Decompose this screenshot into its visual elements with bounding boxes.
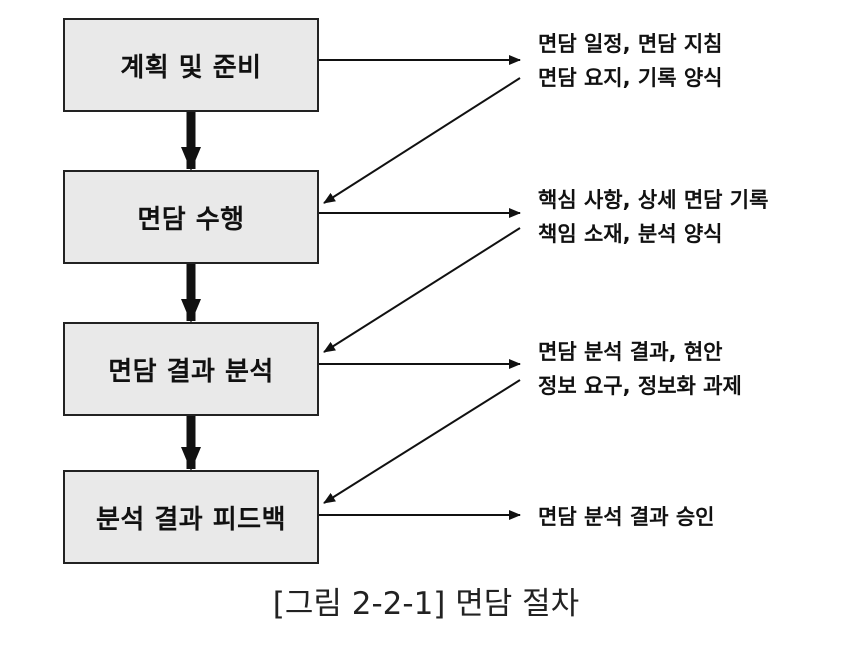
output-note-1: 면담 일정, 면담 지침 면담 요지, 기록 양식 xyxy=(538,27,722,95)
output-note-3: 면담 분석 결과, 현안 정보 요구, 정보화 과제 xyxy=(538,335,742,403)
step-plan-prepare: 계획 및 준비 xyxy=(63,18,319,112)
step-label: 계획 및 준비 xyxy=(120,52,262,83)
step-analyze-results: 면담 결과 분석 xyxy=(63,322,319,416)
figure-caption: [그림 2-2-1] 면담 절차 xyxy=(272,586,580,622)
feedback-arrow-3 xyxy=(323,379,521,504)
output-note-2: 핵심 사항, 상세 면담 기록 책임 소재, 분석 양식 xyxy=(538,183,768,251)
output-line: 면담 분석 결과 승인 xyxy=(538,505,715,529)
output-line: 핵심 사항, 상세 면담 기록 xyxy=(538,188,769,212)
output-line: 정보 요구, 정보화 과제 xyxy=(538,374,742,398)
feedback-arrow-1 xyxy=(323,77,521,204)
output-line: 면담 요지, 기록 양식 xyxy=(538,66,723,90)
step-label: 면담 수행 xyxy=(137,204,245,235)
output-note-4: 면담 분석 결과 승인 xyxy=(538,500,715,534)
output-line: 면담 분석 결과, 현안 xyxy=(538,340,723,364)
output-line: 면담 일정, 면담 지침 xyxy=(538,32,723,56)
step-label: 면담 결과 분석 xyxy=(108,356,274,387)
step-conduct-interview: 면담 수행 xyxy=(63,170,319,264)
output-line: 책임 소재, 분석 양식 xyxy=(538,222,723,246)
step-feedback: 분석 결과 피드백 xyxy=(63,470,319,564)
step-label: 분석 결과 피드백 xyxy=(95,504,287,535)
feedback-arrow-2 xyxy=(323,227,521,353)
